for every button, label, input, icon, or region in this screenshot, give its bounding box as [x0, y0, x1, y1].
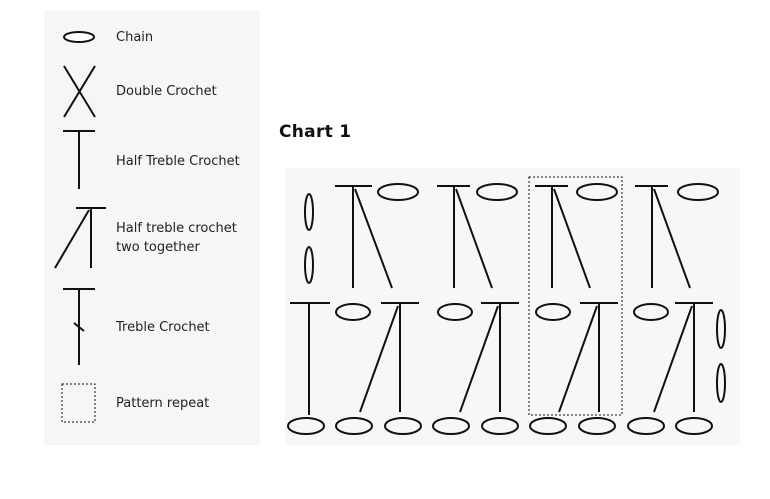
chart-foundation-chain: [627, 417, 665, 435]
chart-htr2tog: [459, 302, 519, 413]
chart-foundation-chain: [578, 417, 616, 435]
chart-chain: [437, 303, 473, 321]
htr2tog-icon: [54, 207, 106, 269]
chart-foundation-chain: [432, 417, 470, 435]
chart-htr2tog: [437, 185, 493, 289]
legend-panel: [44, 10, 260, 445]
chart-chain: [677, 183, 719, 201]
chart-chain: [335, 303, 371, 321]
legend-label-double-crochet: Double Crochet: [116, 84, 217, 99]
treble-crochet-icon: [63, 288, 95, 365]
chart-chain: [476, 183, 518, 201]
legend-label-chain: Chain: [116, 30, 154, 45]
legend-label-treble-crochet: Treble Crochet: [116, 320, 210, 335]
chart-chain: [535, 303, 571, 321]
chart-htr2tog: [635, 185, 691, 289]
chart-foundation-chain: [675, 417, 713, 435]
chart-foundation-chain: [335, 417, 373, 435]
half-treble-crochet-icon: [63, 130, 95, 189]
chart-chain-vertical: [716, 309, 726, 349]
pattern-repeat-icon: [61, 383, 96, 423]
chart-chain: [633, 303, 669, 321]
chain-icon: [63, 31, 95, 43]
chart-chain-vertical: [304, 193, 314, 231]
chart-foundation-chain: [384, 417, 422, 435]
chart-treble-crochet: [290, 302, 330, 415]
chart-chain-vertical: [304, 246, 314, 284]
chart-title: Chart 1: [279, 122, 352, 142]
chart-chain: [576, 183, 618, 201]
chart-chain-vertical: [716, 363, 726, 403]
chart-pattern-repeat-box: [528, 176, 623, 416]
chart-htr2tog: [359, 302, 419, 413]
legend-label-pattern-repeat: Pattern repeat: [116, 396, 210, 411]
chart-htr2tog: [535, 185, 591, 289]
double-crochet-icon: [63, 65, 96, 118]
chart-foundation-chain: [481, 417, 519, 435]
chart-foundation-chain: [529, 417, 567, 435]
legend-label-htr2tog-line2: two together: [116, 240, 200, 255]
legend-label-htr2tog-line1: Half treble crochet: [116, 221, 237, 236]
legend-label-half-treble-crochet: Half Treble Crochet: [116, 154, 240, 169]
chart-foundation-chain: [287, 417, 325, 435]
chart-htr2tog: [558, 302, 618, 413]
chart-htr2tog: [653, 302, 713, 413]
chart-htr2tog: [335, 185, 393, 289]
chart-chain: [377, 183, 419, 201]
